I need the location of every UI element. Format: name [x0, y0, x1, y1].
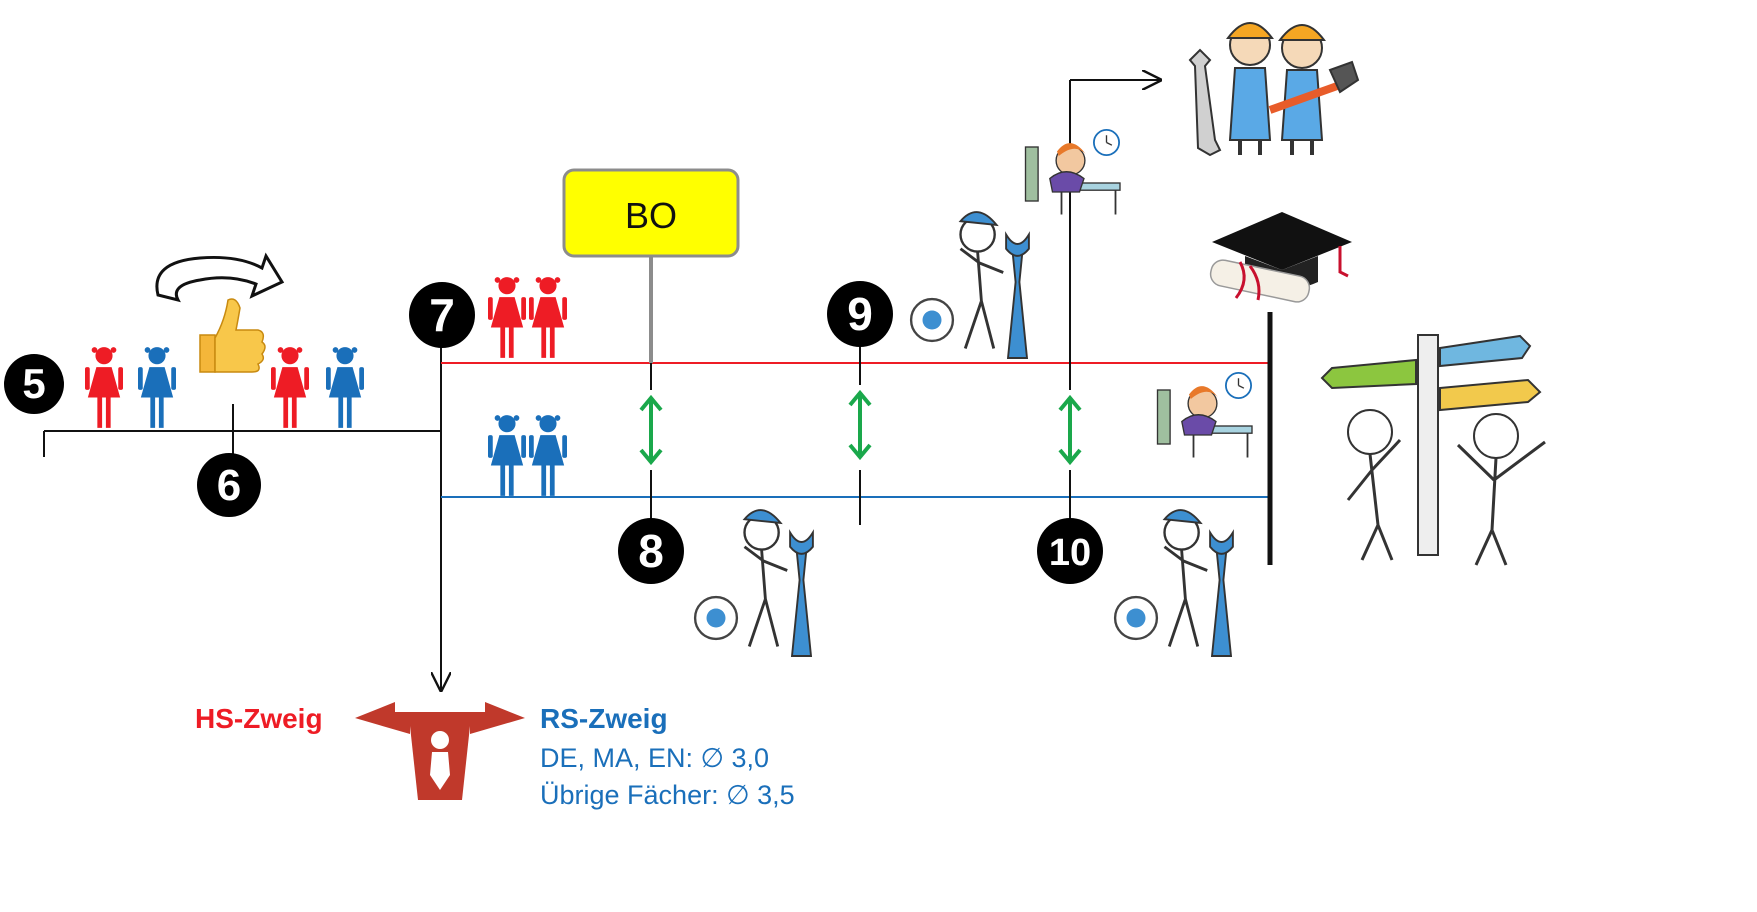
rs-branch-label: RS-Zweig	[540, 703, 668, 734]
rs-requirement-other: Übrige Fächer: ∅ 3,5	[540, 780, 795, 810]
girl-icon	[271, 347, 309, 428]
crossroads-arrow-icon	[355, 702, 525, 800]
marker-7: 7	[409, 282, 475, 348]
workers-icon	[1188, 22, 1360, 157]
double-arrow-icon	[639, 394, 663, 466]
girl-icon	[529, 277, 567, 358]
student-exam-icon	[1024, 128, 1121, 216]
svg-text:8: 8	[638, 525, 664, 577]
double-arrow-icon	[848, 389, 872, 461]
double-arrow-icon	[1058, 394, 1082, 466]
boy-icon	[138, 347, 176, 428]
thumbs-up-icon	[199, 298, 266, 373]
svg-text:10: 10	[1049, 532, 1091, 574]
boy-icon	[488, 415, 526, 496]
svg-text:5: 5	[22, 360, 45, 407]
svg-text:7: 7	[429, 289, 455, 341]
signpost-people-icon	[1320, 334, 1546, 566]
boy-icon	[529, 415, 567, 496]
svg-text:9: 9	[847, 288, 873, 340]
girl-icon	[488, 277, 526, 358]
permeability-arrows	[639, 389, 1082, 466]
marker-9: 9	[827, 281, 893, 347]
graduation-cap-icon	[1209, 212, 1352, 303]
marker-10: 10	[1037, 518, 1103, 584]
hs-branch-label: HS-Zweig	[195, 703, 323, 734]
mechanic-icon	[693, 508, 815, 658]
rs-requirement-core: DE, MA, EN: ∅ 3,0	[540, 743, 769, 773]
svg-text:6: 6	[217, 461, 241, 510]
marker-5: 5	[4, 354, 64, 414]
mechanic-icon	[1113, 508, 1235, 658]
marker-8: 8	[618, 518, 684, 584]
bo-sign	[562, 168, 740, 258]
marker-6: 6	[197, 453, 261, 517]
student-exam-icon	[1156, 371, 1253, 459]
boy-icon	[326, 347, 364, 428]
bo-sign-label: BO	[625, 195, 677, 236]
girl-icon	[85, 347, 123, 428]
curved-arrow-icon	[155, 252, 285, 303]
mechanic-icon	[909, 210, 1031, 360]
